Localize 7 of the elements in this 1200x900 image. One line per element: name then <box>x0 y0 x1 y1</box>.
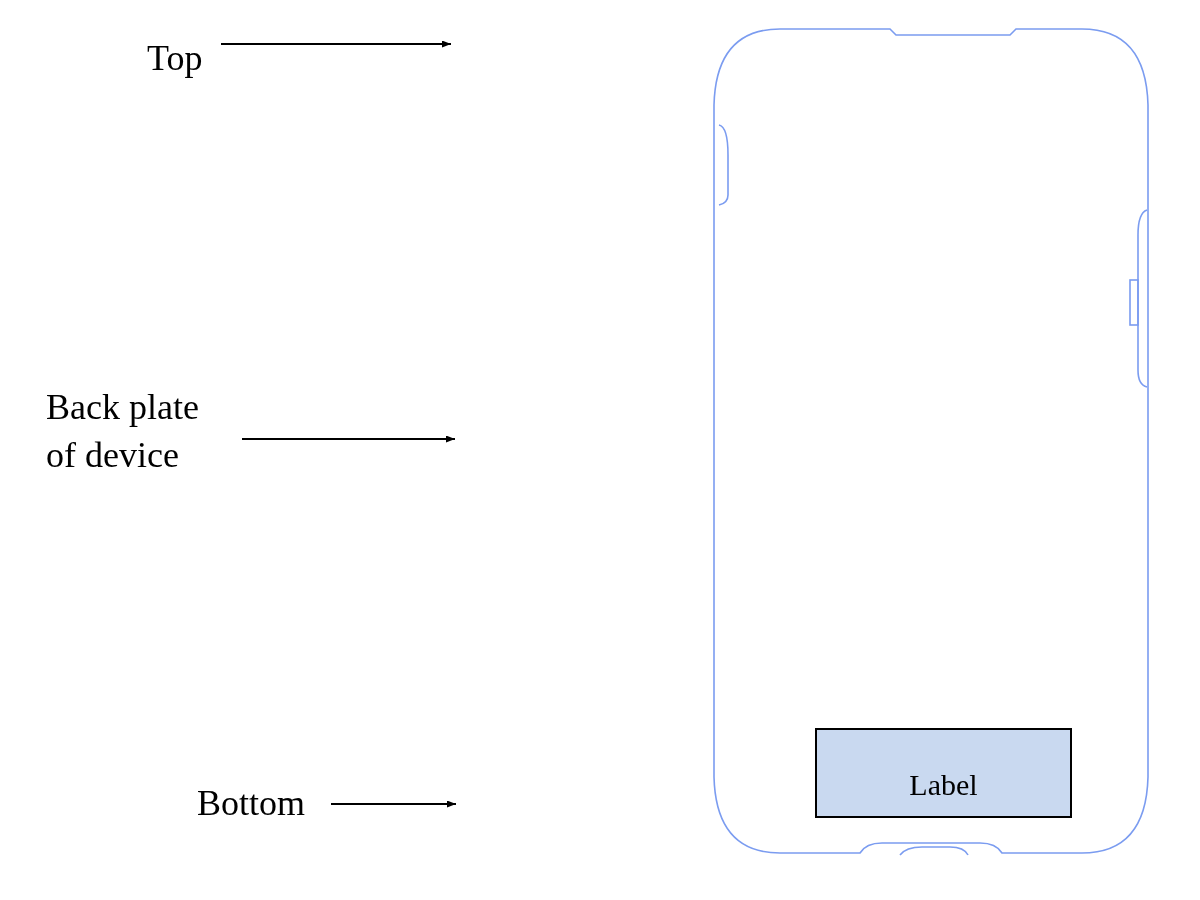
direction-label: Bottom <box>197 779 325 827</box>
arrow <box>330 800 457 808</box>
label-area: Label <box>815 728 1072 818</box>
arrow <box>241 435 456 443</box>
arrow <box>220 40 452 48</box>
direction-label: Top <box>147 34 215 82</box>
part-name: Back plate of device <box>46 383 236 479</box>
